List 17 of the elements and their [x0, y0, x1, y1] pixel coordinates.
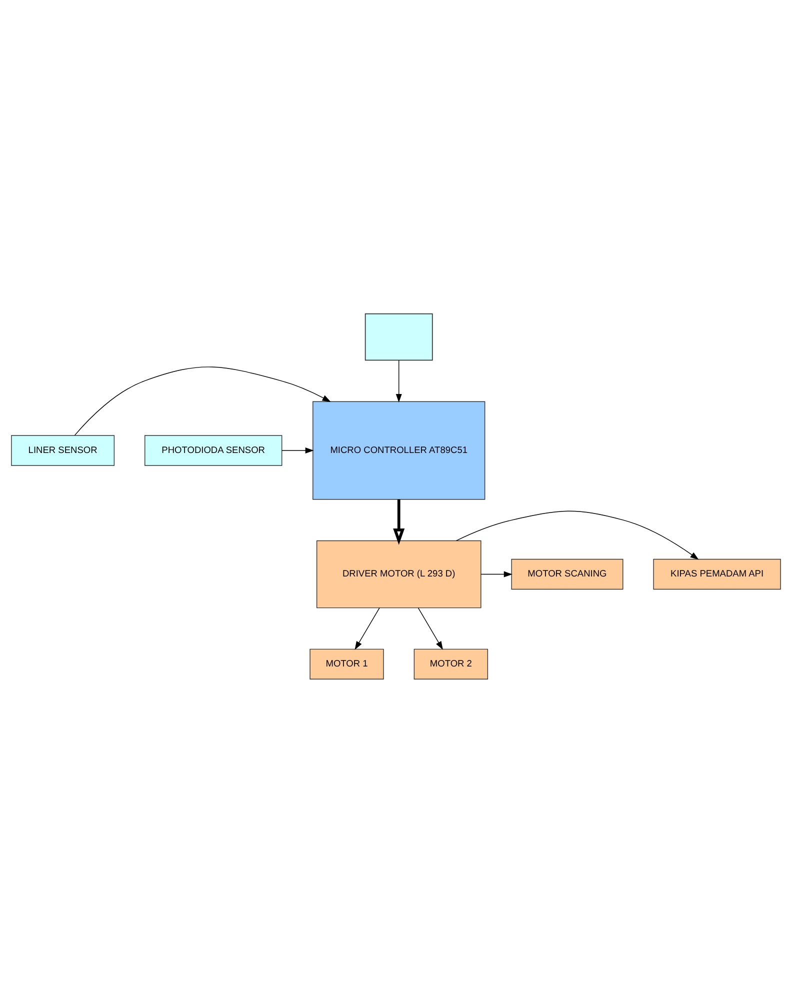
- arrow: [393, 500, 405, 545]
- arrow: [418, 608, 443, 650]
- node-box: [364, 313, 433, 361]
- node-box: KIPAS PEMADAM API: [653, 558, 781, 590]
- arrow: [282, 447, 314, 454]
- arrow: [74, 366, 331, 436]
- arrow: [354, 608, 380, 650]
- node-box: DRIVER MOTOR (L 293 D): [316, 540, 482, 608]
- arrow: [396, 360, 402, 403]
- node-box: LINER SENSOR: [11, 435, 115, 466]
- node-box: MOTOR 2: [414, 648, 488, 680]
- node-box: MICRO CONTROLLER AT89C51: [312, 401, 486, 500]
- arrow: [456, 510, 699, 560]
- node-box: MOTOR 1: [310, 648, 384, 680]
- node-box: PHOTODIODA SENSOR: [144, 435, 282, 466]
- node-box: MOTOR SCANING: [511, 558, 624, 590]
- arrow: [480, 571, 512, 578]
